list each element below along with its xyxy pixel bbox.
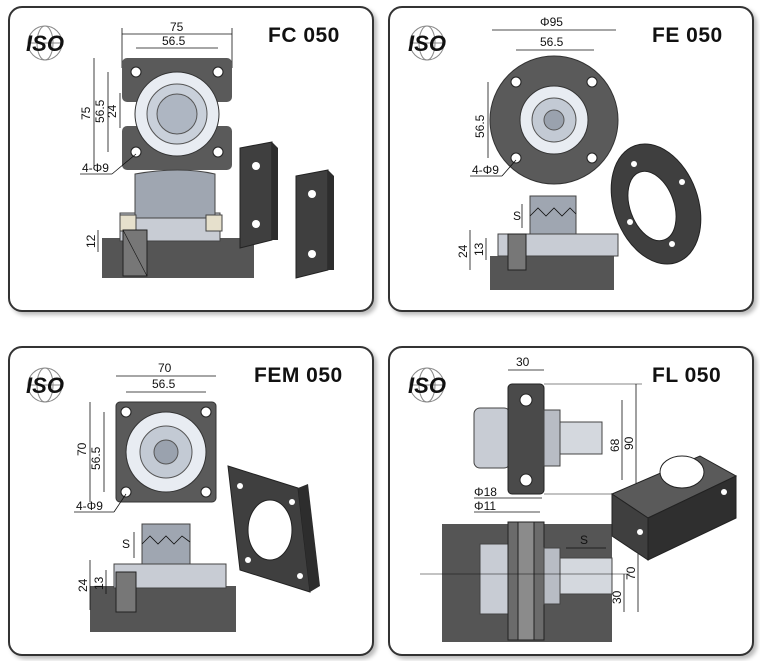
panel-fl050: ISO FL 050 30 90 68 Φ18 Φ11 S 70 30 xyxy=(388,346,754,656)
dim-thickness: 12 xyxy=(84,234,98,248)
dim-hole-spacing-v: 56.5 xyxy=(93,99,107,123)
iso-logo: ISO xyxy=(22,366,68,404)
iso-logo: ISO xyxy=(404,24,450,62)
globe-icon xyxy=(27,367,63,403)
dim-flange-thickness: 13 xyxy=(472,242,486,256)
fe050-drawing: Φ95 56.5 56.5 4-Φ9 S 24 13 xyxy=(456,15,702,290)
dim-diameter: Φ95 xyxy=(540,15,563,29)
fl050-drawing: 30 90 68 Φ18 Φ11 S 70 30 xyxy=(420,355,738,642)
dim-bolt-hole: Φ11 xyxy=(474,499,496,513)
panel-title: FL 050 xyxy=(652,364,722,387)
dim-height: 75 xyxy=(79,106,93,120)
iso-label: ISO xyxy=(408,31,446,56)
dim-holes: 4-Φ9 xyxy=(76,499,103,513)
dim-width: 70 xyxy=(158,361,172,375)
dim-height: 70 xyxy=(75,442,89,456)
dim-overall-height: 90 xyxy=(622,436,636,450)
dim-base-height: 30 xyxy=(610,590,624,604)
dim-hole-spacing: 68 xyxy=(608,438,622,452)
globe-icon xyxy=(409,25,445,61)
globe-icon xyxy=(409,367,445,403)
fc050-drawing: 75 56.5 75 56.5 24 4-Φ9 12 xyxy=(79,20,334,279)
panel-title: FC 050 xyxy=(268,24,340,47)
dim-hole-spacing: 56.5 xyxy=(540,35,564,49)
panel-title: FEM 050 xyxy=(254,364,343,387)
panel-fem050: ISO FEM 050 70 56.5 70 56.5 4-Φ9 S 24 13 xyxy=(8,346,374,656)
panel-fc050: ISO FC 050 75 56.5 75 56.5 24 4-Φ9 xyxy=(8,6,374,312)
dim-bore: 24 xyxy=(105,104,119,118)
dim-hole-spacing: 56.5 xyxy=(162,34,186,48)
dim-stroke: S xyxy=(580,533,588,547)
dim-height: 24 xyxy=(456,244,470,258)
dim-flange-thickness: 13 xyxy=(92,576,106,590)
iso-label: ISO xyxy=(26,373,64,398)
dim-center-height: 70 xyxy=(624,566,638,580)
panel-title: FE 050 xyxy=(652,24,723,47)
panel-fe050: ISO FE 050 Φ95 56.5 56.5 4-Φ9 S 24 13 xyxy=(388,6,754,312)
dim-hole-spacing: 56.5 xyxy=(152,377,176,391)
dim-holes: 4-Φ9 xyxy=(472,163,499,177)
dim-counterbore: Φ18 xyxy=(474,485,497,499)
iso-label: ISO xyxy=(408,373,446,398)
dim-width: 30 xyxy=(516,355,530,369)
iso-logo: ISO xyxy=(22,24,68,62)
iso-logo: ISO xyxy=(404,366,450,404)
dim-total: 24 xyxy=(76,578,90,592)
dim-hole-spacing-v: 56.5 xyxy=(473,114,487,138)
dim-hole-spacing-v: 56.5 xyxy=(89,446,103,470)
iso-label: ISO xyxy=(26,31,64,56)
dim-stroke: S xyxy=(513,209,521,223)
dim-width: 75 xyxy=(170,20,184,34)
globe-icon xyxy=(27,25,63,61)
fem050-drawing: 70 56.5 70 56.5 4-Φ9 S 24 13 xyxy=(74,361,320,632)
dim-stroke: S xyxy=(122,537,130,551)
dim-holes: 4-Φ9 xyxy=(82,161,109,175)
